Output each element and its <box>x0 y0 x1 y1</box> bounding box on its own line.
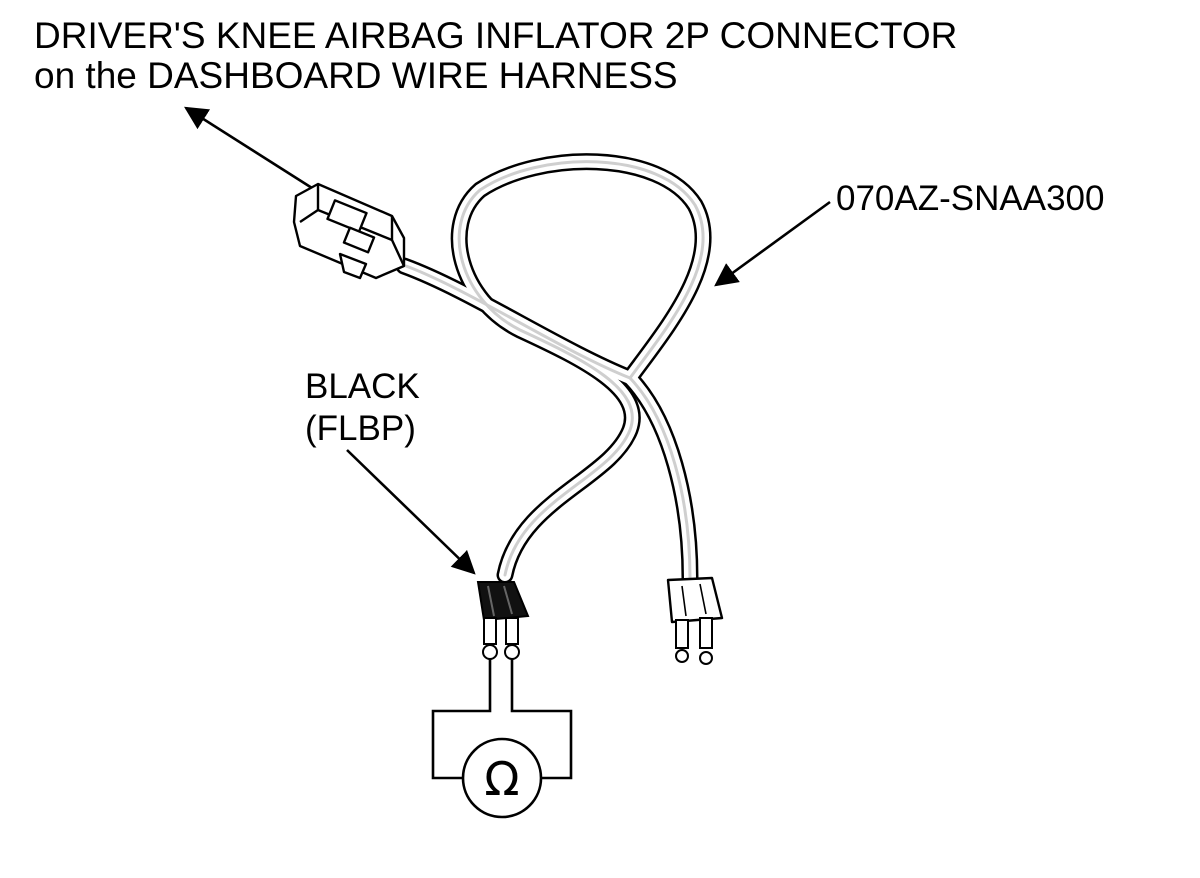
white-plug-icon <box>666 576 724 665</box>
2p-connector-icon <box>292 182 406 280</box>
ohm-symbol: Ω <box>484 752 519 806</box>
connector-label-line2: on the DASHBOARD WIRE HARNESS <box>34 55 678 96</box>
plug-color-label-line1: BLACK <box>305 367 420 406</box>
plug-color-label-line2: (FLBP) <box>305 409 416 448</box>
jumper-harness <box>395 153 712 587</box>
connector-label-line1: DRIVER'S KNEE AIRBAG INFLATOR 2P CONNECT… <box>34 15 957 56</box>
connector-leader-arrow <box>184 106 313 190</box>
black-plug-icon <box>476 581 530 660</box>
ohmmeter-icon: Ω <box>431 659 573 819</box>
black-plug-leader-arrow <box>346 449 476 575</box>
part-number-label: 070AZ-SNAA300 <box>836 179 1104 218</box>
part-number-leader-arrow <box>714 200 831 287</box>
